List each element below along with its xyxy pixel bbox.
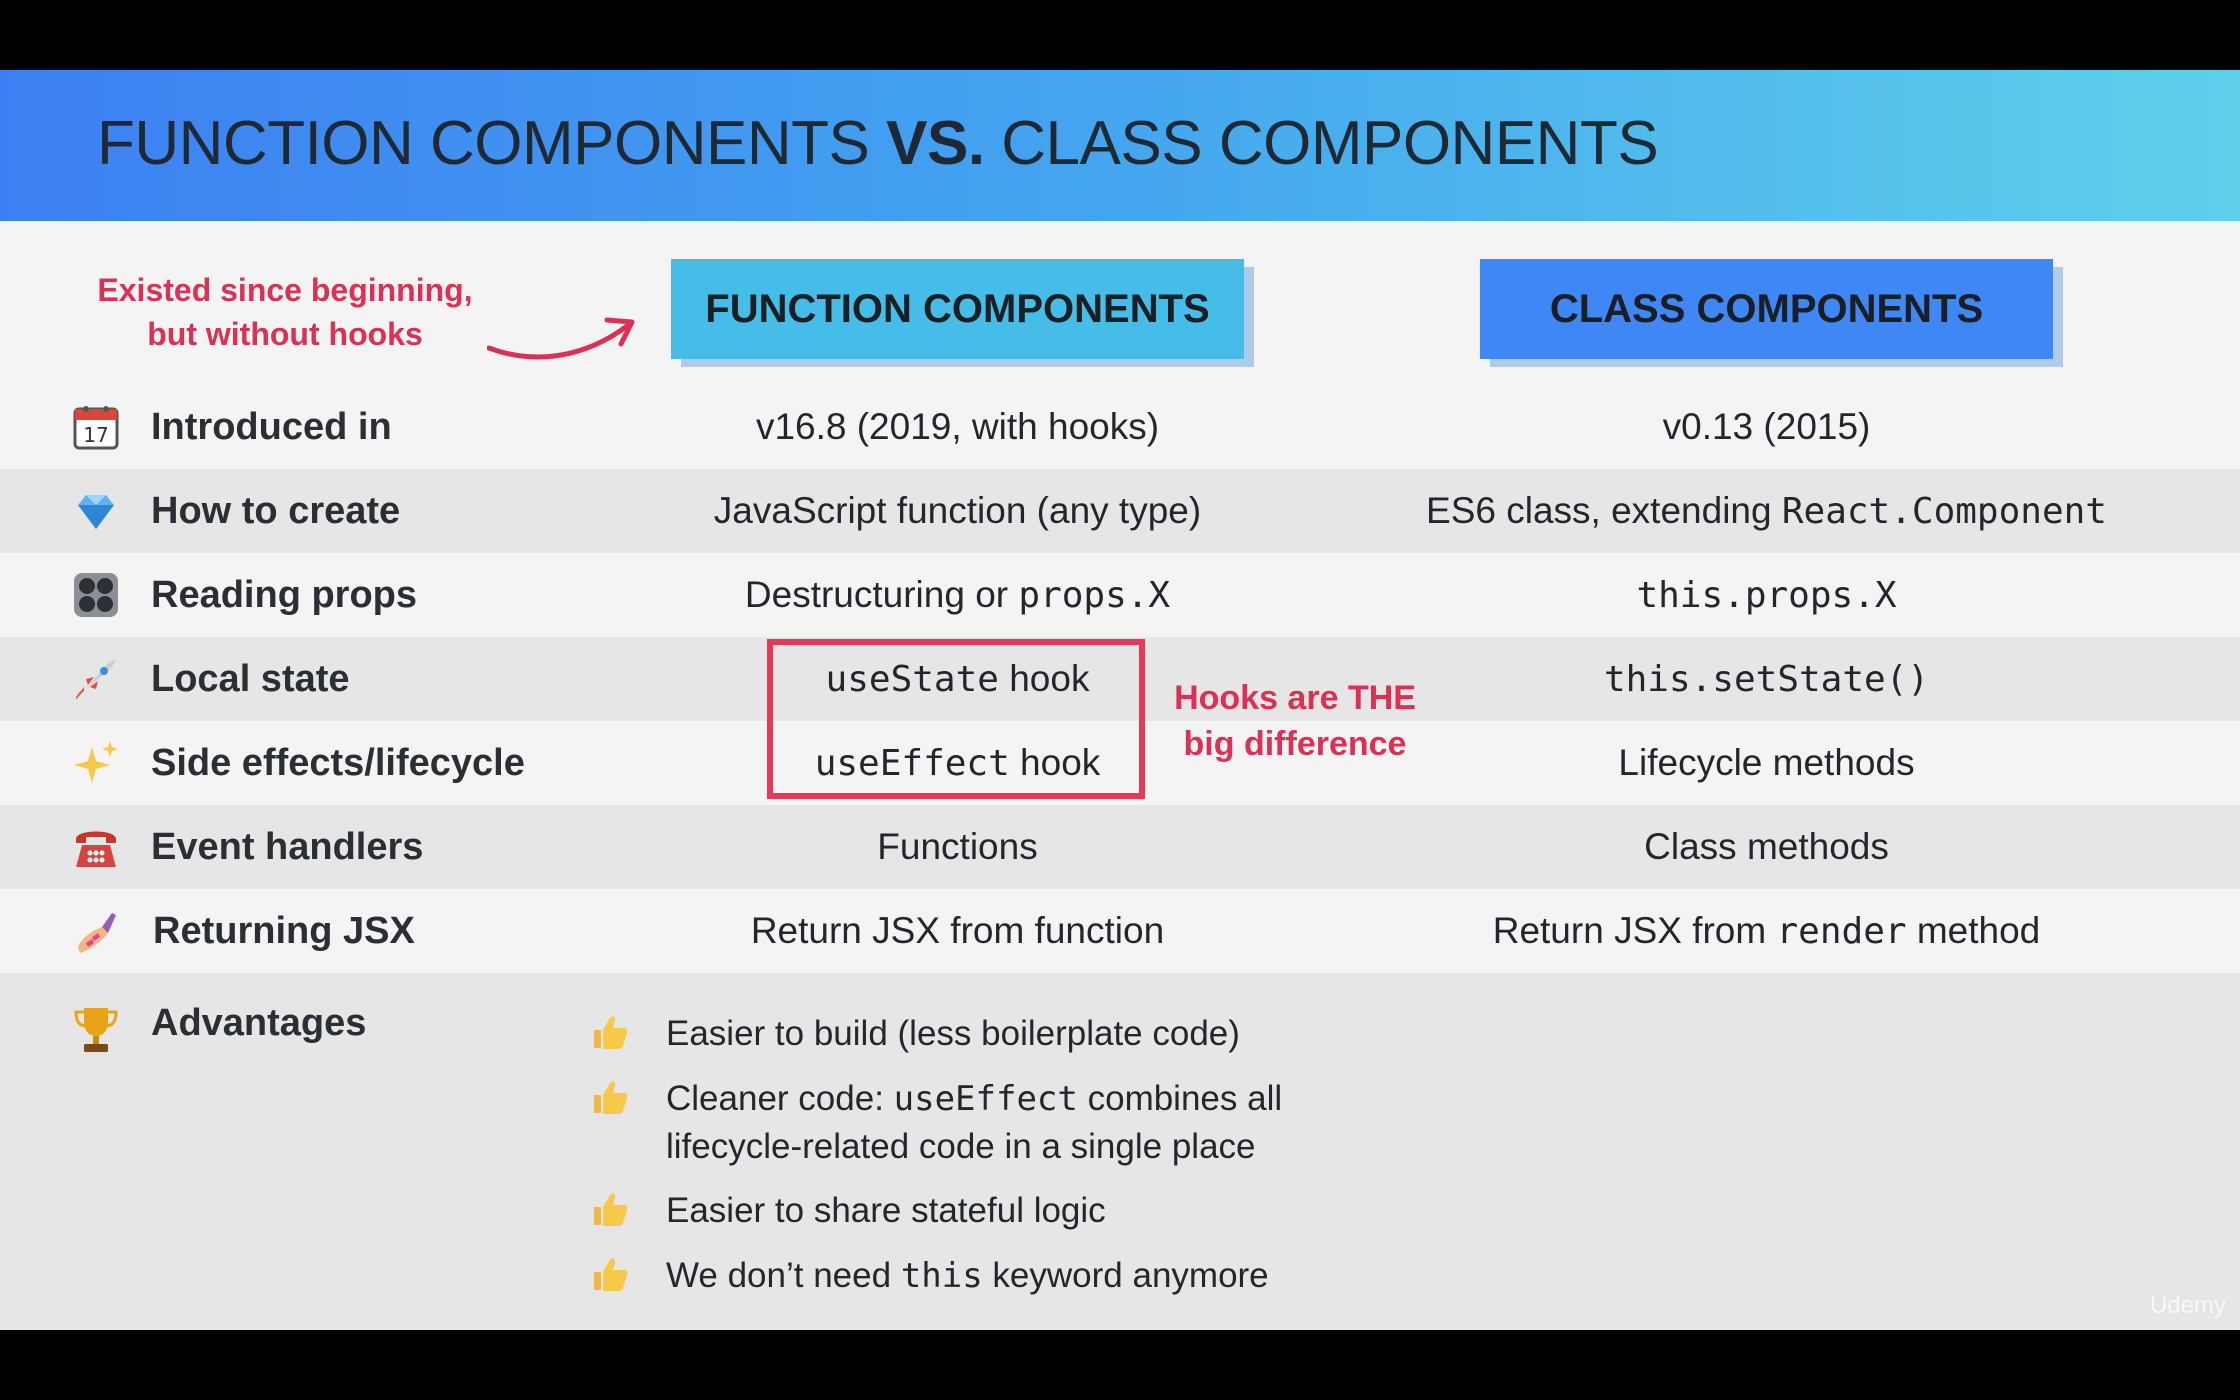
- sparkles-icon: [70, 737, 122, 789]
- gem-icon: [70, 485, 122, 537]
- class-cell-text: Return JSX from: [1492, 910, 1777, 951]
- existed-note: Existed since beginning, but without hoo…: [90, 268, 480, 356]
- title-part-1: FUNCTION COMPONENTS: [97, 109, 887, 178]
- telephone-icon: [70, 821, 122, 873]
- udemy-watermark: Udemy: [2149, 1292, 2226, 1319]
- thumbs-up-icon: [594, 1016, 628, 1049]
- page-title: FUNCTION COMPONENTS VS. CLASS COMPONENTS: [97, 108, 1659, 179]
- function-cell-code: useState: [825, 659, 999, 700]
- thumbs-up-icon: [594, 1081, 628, 1114]
- class-cell: v0.13 (2015): [1662, 406, 1871, 447]
- existed-note-line-1: Existed since beginning,: [97, 272, 473, 308]
- row-label: Event handlers: [151, 826, 424, 868]
- hooks-note: Hooks are THE big difference: [1150, 675, 1440, 767]
- class-cell: this.props.X: [1360, 553, 2173, 637]
- title-vs: VS.: [886, 109, 985, 178]
- row-label: Side effects/lifecycle: [151, 742, 525, 784]
- function-cell: Functions: [877, 826, 1038, 867]
- class-cell-code: this.setState(): [1603, 659, 1930, 700]
- row-reading-props: Reading props Destructuring or props.X t…: [0, 553, 2240, 637]
- rocket-icon: [70, 653, 122, 705]
- advantage-text: Easier to share stateful logic: [666, 1191, 1106, 1230]
- row-local-state: Local state useState hook this.setState(…: [0, 637, 2240, 721]
- class-cell-text: ES6 class, extending: [1426, 490, 1782, 531]
- row-label: Local state: [151, 658, 350, 700]
- row-introduced-in: 17 Introduced in v16.8 (2019, with hooks…: [0, 385, 2240, 469]
- row-event-handlers: Event handlers Functions Class methods: [0, 805, 2240, 889]
- advantages-label: Advantages: [151, 1002, 367, 1044]
- control-knobs-icon: [70, 569, 122, 621]
- function-cell: useState hook: [580, 637, 1335, 721]
- function-cell: Return JSX from function: [750, 910, 1165, 951]
- hooks-note-line-2: big difference: [1183, 725, 1407, 763]
- class-cell: Return JSX from render method: [1360, 889, 2173, 973]
- function-cell-text: Destructuring or: [744, 574, 1019, 615]
- row-label: Reading props: [151, 574, 418, 616]
- title-bar: FUNCTION COMPONENTS VS. CLASS COMPONENTS: [0, 70, 2240, 221]
- advantage-text: Cleaner code: useEffect combines all lif…: [666, 1079, 1283, 1166]
- row-label: Introduced in: [151, 406, 392, 448]
- row-label: How to create: [151, 490, 401, 532]
- row-label: Returning JSX: [153, 910, 415, 952]
- arrow-icon: [487, 317, 635, 360]
- thumbs-up-icon: [594, 1193, 628, 1226]
- advantages-section: [0, 973, 2240, 1330]
- hooks-note-line-1: Hooks are THE: [1174, 679, 1416, 717]
- function-cell: useEffect hook: [580, 721, 1335, 805]
- row-how-to-create: How to create JavaScript function (any t…: [0, 469, 2240, 553]
- class-components-header: CLASS COMPONENTS: [1480, 259, 2053, 359]
- hooks-highlight-box: [767, 639, 1145, 799]
- class-cell: ES6 class, extending React.Component: [1360, 469, 2173, 553]
- function-cell-code: useEffect: [814, 743, 1010, 784]
- title-part-2: CLASS COMPONENTS: [984, 109, 1659, 178]
- class-cell: Lifecycle methods: [1618, 742, 1915, 783]
- trophy-icon: [70, 1004, 122, 1056]
- function-components-header: FUNCTION COMPONENTS: [671, 259, 1244, 359]
- row-returning-jsx: Returning JSX Return JSX from function R…: [0, 889, 2240, 973]
- class-cell: this.setState(): [1360, 637, 2173, 721]
- function-cell: JavaScript function (any type): [713, 490, 1202, 531]
- class-cell: Class methods: [1644, 826, 1889, 867]
- class-cell-code: React.Component: [1781, 491, 2107, 532]
- svg-text:17: 17: [83, 423, 108, 447]
- calendar-icon: 17: [70, 401, 122, 453]
- function-cell: Destructuring or props.X: [580, 553, 1335, 637]
- function-cell-code: props.X: [1018, 575, 1171, 616]
- class-cell-code: render: [1776, 911, 1907, 952]
- existed-note-line-2: but without hooks: [147, 316, 423, 352]
- function-cell: v16.8 (2019, with hooks): [755, 406, 1160, 447]
- advantage-text: Easier to build (less boilerplate code): [666, 1014, 1240, 1053]
- advantage-text: We don’t need this keyword anymore: [666, 1256, 1269, 1296]
- slide: FUNCTION COMPONENTS VS. CLASS COMPONENTS…: [0, 70, 2240, 1330]
- class-cell-text-end: method: [1906, 910, 2041, 951]
- function-cell-text: hook: [1009, 742, 1101, 783]
- class-cell-code: this.props.X: [1636, 575, 1897, 616]
- row-side-effects: Side effects/lifecycle useEffect hook Li…: [0, 721, 2240, 805]
- thumbs-up-icon: [594, 1258, 628, 1291]
- function-cell-text: hook: [998, 658, 1090, 699]
- nail-polish-icon: [70, 905, 122, 957]
